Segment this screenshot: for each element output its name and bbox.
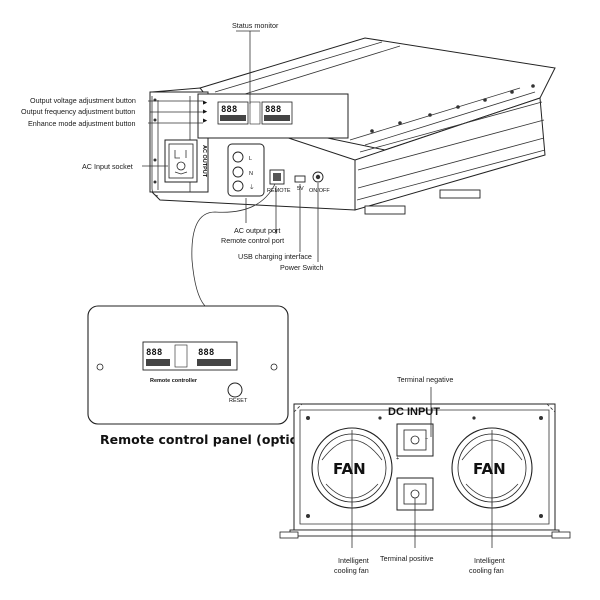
svg-text:N: N: [249, 171, 253, 177]
left-cooling-fan: FAN: [311, 427, 393, 509]
terminal-positive: [396, 477, 434, 511]
enhance-mode-button[interactable]: ▶: [203, 118, 208, 124]
label-output-frequency-button: Output frequency adjustment button: [21, 107, 135, 116]
label-cooling-fan-right-2: cooling fan: [469, 566, 504, 575]
remote-cable: [191, 183, 276, 307]
fan-left-text: FAN: [333, 460, 366, 478]
frequency-adjust-button[interactable]: ▶: [203, 109, 208, 115]
status-monitor-center: [249, 101, 261, 125]
power-switch[interactable]: ON/OFF: [309, 171, 330, 194]
remote-device-label: Remote controller: [150, 378, 198, 384]
svg-text:RESET: RESET: [229, 398, 248, 404]
svg-text:⏚: ⏚: [249, 184, 255, 191]
rear-panel: DC INPUT FAN FAN − +: [279, 403, 571, 539]
label-output-voltage-button: Output voltage adjustment button: [30, 96, 136, 105]
remote-lcd-left: 888: [146, 348, 162, 358]
side-screws: [370, 84, 535, 133]
rear-callouts: Terminal negative Terminal positive Inte…: [334, 375, 505, 575]
svg-text:REMOTE: REMOTE: [267, 188, 291, 194]
label-ac-input-socket: AC Input socket: [82, 162, 133, 171]
label-terminal-negative: Terminal negative: [397, 375, 453, 384]
right-cooling-fan: FAN: [451, 427, 533, 509]
remote-lcd-right: 888: [198, 348, 214, 358]
voltage-adjust-button[interactable]: ▶: [203, 100, 208, 106]
lcd-right-digits: 888: [265, 105, 281, 115]
label-cooling-fan-right-1: Intelligent: [474, 556, 505, 565]
label-ac-output-port: AC output port: [234, 226, 280, 235]
label-cooling-fan-left-2: cooling fan: [334, 566, 369, 575]
inverter-body: 888 888 ▶ ▶ ▶ AC OUTPUT L N ⏚: [149, 37, 556, 215]
svg-text:5V: 5V: [297, 186, 304, 192]
label-usb-charging-interface: USB charging interface: [238, 252, 312, 261]
remote-control-port[interactable]: REMOTE: [267, 169, 291, 194]
label-status-monitor: Status monitor: [232, 21, 279, 30]
remote-control-panel: 888 888 Remote controller RESET Remote c…: [87, 305, 326, 447]
ac-output-text: AC OUTPUT: [201, 145, 207, 178]
svg-text:−: −: [425, 436, 428, 442]
terminal-negative: −: [396, 423, 434, 457]
dc-input-text: DC INPUT: [388, 406, 440, 418]
label-remote-control-port: Remote control port: [221, 236, 284, 245]
usb-charging-interface[interactable]: 5V: [294, 175, 306, 192]
label-power-switch: Power Switch: [280, 263, 324, 272]
remote-reset-button[interactable]: RESET: [227, 382, 248, 404]
svg-text:L: L: [249, 156, 252, 162]
label-enhance-mode-button: Enhance mode adjustment button: [28, 119, 136, 128]
svg-text:ON/OFF: ON/OFF: [309, 188, 330, 194]
label-terminal-positive: Terminal positive: [380, 554, 434, 563]
ac-input-socket[interactable]: [164, 139, 198, 183]
top-callouts: Status monitor Output voltage adjustment…: [21, 21, 324, 272]
lcd-left-digits: 888: [221, 105, 237, 115]
ac-output-port[interactable]: L N ⏚: [227, 143, 265, 197]
label-cooling-fan-left-1: Intelligent: [338, 556, 369, 565]
plus-sign: +: [396, 456, 399, 462]
fan-right-text: FAN: [473, 460, 506, 478]
remote-panel-title: Remote control panel (optional): [100, 432, 326, 447]
